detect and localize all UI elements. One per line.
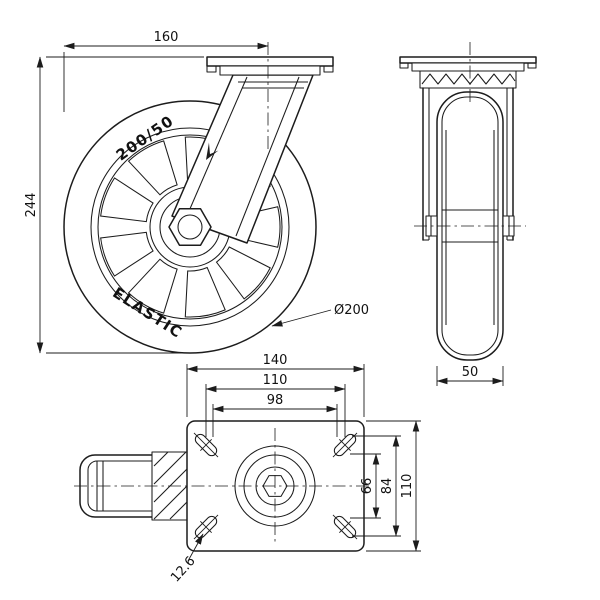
dim-diameter-label: Ø200	[334, 303, 369, 318]
front-axle-nut	[168, 208, 212, 246]
brand-logo-icon	[206, 142, 219, 160]
plate-lip-right	[323, 65, 334, 73]
front-fork	[171, 74, 314, 244]
dim-84-label: 84	[380, 478, 395, 495]
plate-lip-left	[206, 65, 217, 73]
plan-view: 140 110 98 66 84	[74, 353, 421, 585]
wheel-rim-circle	[97, 134, 283, 320]
front-top-plate	[206, 56, 334, 76]
dim-110h-label: 110	[263, 373, 288, 388]
dim-110v-label: 110	[400, 474, 415, 499]
side-view: 50	[399, 42, 537, 386]
plate-upper	[399, 56, 537, 64]
leader-line	[271, 309, 332, 327]
plate-raceway	[219, 65, 321, 76]
dimension-244: 244	[24, 56, 204, 354]
plate-lip-right	[527, 62, 537, 69]
wheel-tire-inner-circle	[90, 127, 290, 327]
bolt-slot-top-left	[193, 432, 219, 458]
fork-section-hatching	[153, 451, 189, 520]
side-fork	[422, 87, 514, 241]
hex-nut	[168, 208, 212, 246]
plate-lip-left	[399, 62, 409, 69]
dimension-diameter-200: Ø200	[271, 303, 369, 327]
dim-98-label: 98	[267, 393, 284, 408]
bearing-balls-zigzag	[421, 73, 516, 85]
dim-160-label: 160	[154, 30, 179, 45]
side-top-plate	[399, 56, 537, 89]
dim-12-6-label: 12.6	[168, 554, 199, 586]
leader-line	[187, 533, 204, 562]
dimension-66: 66	[350, 453, 381, 519]
dim-66-label: 66	[360, 478, 375, 495]
dimension-110-horizontal: 110	[205, 373, 346, 437]
dimension-50: 50	[436, 365, 504, 386]
plate-upper	[206, 56, 334, 67]
plate-raceway	[411, 62, 525, 72]
fork-inner-edge-right	[235, 76, 300, 237]
dimension-98: 98	[212, 393, 338, 437]
dimension-84: 84	[352, 435, 401, 537]
dim-244-label: 244	[24, 193, 39, 218]
dim-50-label: 50	[462, 365, 479, 380]
dimension-110-vertical: 110	[366, 420, 421, 552]
wheel-tire-outer-circle	[63, 100, 317, 354]
axle-circle	[177, 214, 203, 240]
dimension-140: 140	[186, 353, 365, 417]
dim-140-label: 140	[263, 353, 288, 368]
fork-inner-edge-left	[185, 76, 248, 219]
swivel-bearing-housing	[419, 70, 517, 89]
dimension-160: 160	[63, 30, 269, 112]
front-view: 200/50 ELASTIC 160 244 Ø200	[24, 30, 369, 354]
